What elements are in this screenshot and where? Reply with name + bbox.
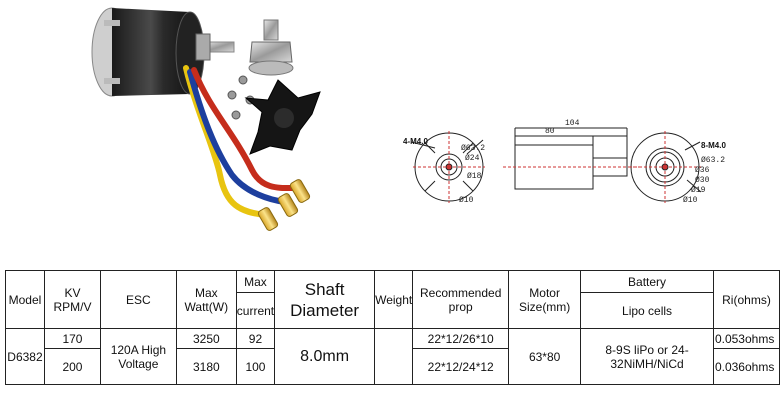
product-photo — [91, 7, 321, 231]
cell-watt: 3250 — [175, 328, 237, 349]
side-view — [503, 127, 639, 190]
spec-table: Model KV RPM/V ESC Max Watt(W) Max Shaft… — [5, 270, 780, 385]
cell-watt: 3180 — [175, 348, 237, 385]
cell-current: 100 — [235, 348, 276, 385]
cell-kv: 170 — [43, 328, 101, 349]
header-shaft-diameter: Shaft Diameter — [274, 270, 376, 329]
header-weight: Weight — [374, 270, 414, 329]
header-max-watt: Max Watt(W) — [175, 270, 237, 329]
right-thread-label: 8-M4.0 — [701, 141, 726, 150]
header-max: Max — [235, 270, 276, 293]
header-esc: ESC — [99, 270, 177, 329]
screws — [227, 75, 255, 120]
right-dim-4: Ø19 — [691, 186, 706, 195]
right-dim-1: Ø63.2 — [701, 156, 725, 165]
table-row: 200 3180 100 22*12/24*12 0.036ohms — [6, 348, 780, 385]
header-recommended-prop: Recommended prop — [412, 270, 510, 329]
left-thread-label: 4-M4.0 — [403, 137, 428, 146]
front-view-right — [629, 131, 702, 203]
right-dim-3: Ø30 — [695, 176, 710, 185]
left-dim-3: Ø18 — [467, 172, 482, 181]
x-mount — [244, 79, 321, 155]
cell-model: D6382 — [5, 328, 45, 385]
right-dim-2: Ø36 — [695, 166, 710, 175]
bullet-connectors — [257, 179, 311, 231]
cell-prop: 22*12/26*10 — [412, 328, 510, 349]
dim-104: 104 — [565, 119, 580, 128]
left-dim-1: Ø63.2 — [461, 144, 485, 153]
wires — [183, 65, 299, 218]
technical-drawing: 4-M4.0 8-M4.0 104 80 Ø63.2 Ø24 Ø18 Ø10 Ø… — [403, 119, 726, 205]
cell-motor-size: 63*80 — [508, 328, 582, 385]
cell-battery: 8-9S liPo or 24- 32NiMH/NiCd — [580, 328, 714, 385]
front-view-left — [410, 131, 485, 203]
dim-80: 80 — [545, 127, 555, 136]
cell-prop: 22*12/24*12 — [412, 348, 510, 385]
motor — [91, 7, 235, 97]
header-lipo-cells: Lipo cells — [580, 292, 714, 329]
header-motor-size: Motor Size(mm) — [508, 270, 582, 329]
cell-ri: 0.053ohms — [712, 328, 780, 349]
cell-shaft: 8.0mm — [274, 328, 376, 385]
header-ri: Ri(ohms) — [712, 270, 780, 329]
header-kv: KV RPM/V — [43, 270, 101, 329]
prop-adapter — [248, 19, 294, 76]
table-row: D6382 170 120A High Voltage 3250 92 8.0m… — [5, 328, 780, 385]
right-dim-5: Ø10 — [683, 196, 698, 205]
left-dim-4: Ø10 — [459, 196, 474, 205]
left-dim-2: Ø24 — [465, 154, 480, 163]
cell-weight — [374, 328, 414, 385]
header-current: current — [235, 292, 276, 329]
cell-esc: 120A High Voltage — [99, 328, 177, 385]
cell-ri: 0.036ohms — [712, 348, 780, 385]
header-battery: Battery — [580, 270, 714, 293]
cell-kv: 200 — [43, 348, 101, 385]
header-model: Model — [5, 270, 45, 329]
cell-current: 92 — [235, 328, 276, 349]
